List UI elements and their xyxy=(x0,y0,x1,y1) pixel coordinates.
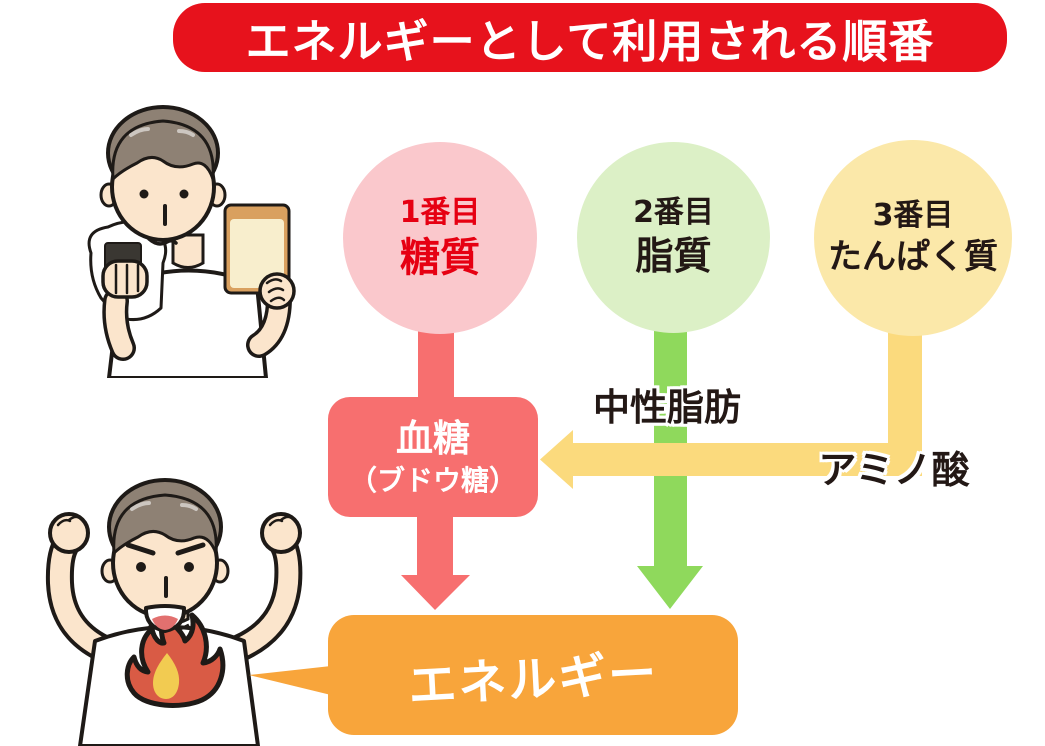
eating-person-left-arm xyxy=(101,259,149,361)
blood-sugar-box: 血糖 （ブドウ糖） xyxy=(328,397,538,517)
fat-rank: 2番目 xyxy=(633,195,714,231)
glucose-label: （ブドウ糖） xyxy=(348,463,517,497)
energetic-person-illustration xyxy=(45,478,303,746)
energy-box: エネルギー xyxy=(328,615,738,735)
energetic-person-right-arm xyxy=(226,512,303,662)
energetic-person-left-arm xyxy=(45,512,116,662)
protein-to-bloodsugar-arrow xyxy=(540,330,922,489)
bread-slice-icon xyxy=(223,203,291,295)
eating-person-illustration xyxy=(87,105,296,378)
carb-to-bloodsugar-connector xyxy=(418,330,454,402)
protein-name: たんぱく質 xyxy=(828,237,998,278)
fat-name: 脂質 xyxy=(635,234,712,279)
energy-label: エネルギー xyxy=(406,645,660,715)
nutrient-circle-fat: 2番目 脂質 xyxy=(577,142,770,333)
carbohydrate-rank: 1番目 xyxy=(399,194,481,230)
neutral-fat-label: 中性脂肪 xyxy=(593,386,741,429)
eating-person-head xyxy=(99,105,227,246)
nutrient-circle-protein: 3番目 たんぱく質 xyxy=(814,140,1012,336)
energetic-person-head xyxy=(100,478,230,633)
bloodsugar-to-energy-arrow xyxy=(401,512,470,610)
eating-person-right-arm xyxy=(246,272,296,358)
page-title: エネルギーとして利用される順番 xyxy=(245,15,935,68)
carbohydrate-name: 糖質 xyxy=(400,234,480,281)
title-banner: エネルギーとして利用される順番 xyxy=(173,3,1007,72)
protein-rank: 3番目 xyxy=(872,198,954,234)
flame-icon xyxy=(124,608,226,708)
blood-sugar-label: 血糖 xyxy=(396,417,470,461)
amino-acid-label: アミノ酸 xyxy=(818,448,970,492)
nutrient-circle-carbohydrate: 1番目 糖質 xyxy=(343,142,537,334)
energy-callout-tail xyxy=(249,666,331,695)
